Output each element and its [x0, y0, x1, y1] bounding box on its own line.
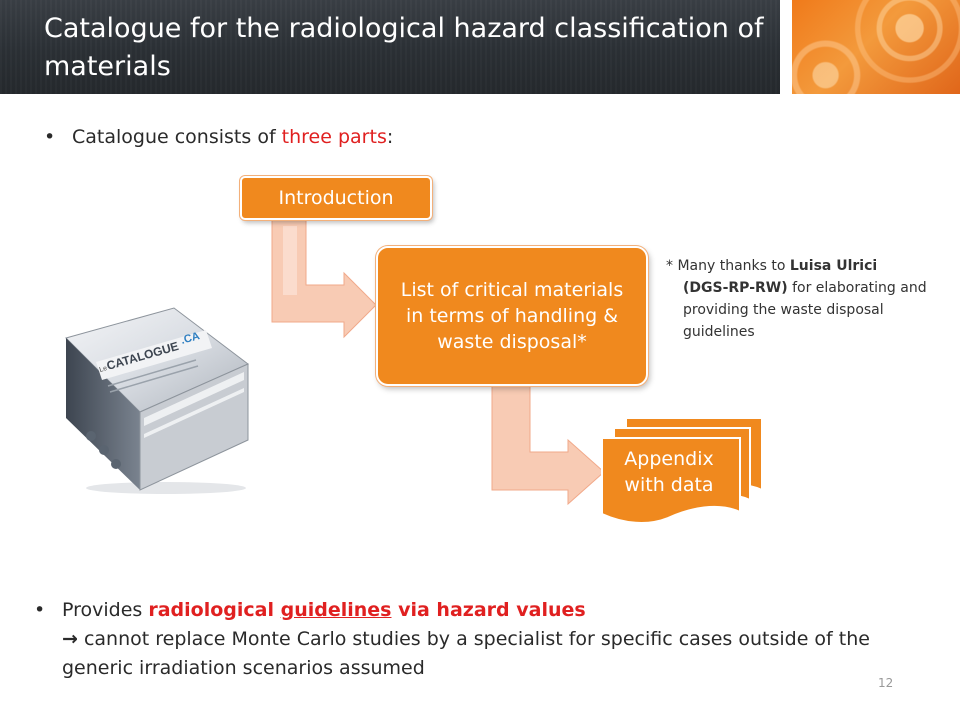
- thanks-text: for elaborating and providing the waste …: [683, 280, 927, 340]
- bullet-suffix: :: [386, 126, 394, 148]
- thanks-prefix: * Many thanks to: [666, 258, 790, 274]
- slide-title: Catalogue for the radiological hazard cl…: [44, 13, 764, 82]
- bullet-prefix: Provides: [62, 599, 149, 621]
- highlight-part-1: radiological: [148, 599, 281, 621]
- acknowledgement-note: * Many thanks to Luisa Ulrici (DGS-RP-RW…: [666, 255, 946, 343]
- introduction-box: Introduction: [240, 176, 432, 220]
- bullet-prefix: Catalogue consists of: [72, 126, 282, 148]
- thanks-rest: (DGS-RP-RW) for elaborating and providin…: [666, 277, 946, 343]
- elbow-arrow-intro-to-list: [271, 217, 377, 339]
- appendix-line-1: Appendix: [624, 448, 714, 470]
- highlight-part-2: via hazard values: [391, 599, 586, 621]
- header-divider: [780, 0, 792, 94]
- bullet-text: Provides radiological guidelines via haz…: [62, 596, 942, 683]
- three-parts-highlight: three parts: [281, 126, 387, 148]
- appendix-pages: [601, 417, 763, 524]
- binder-brand-suffix: .CA: [180, 330, 202, 347]
- binder-brand-le: Le: [99, 365, 109, 374]
- header-decoration: [792, 0, 960, 94]
- thanks-line-1: * Many thanks to Luisa Ulrici: [666, 255, 946, 277]
- right-arrow-icon: →: [62, 628, 78, 650]
- bullet-text: Catalogue consists of three parts:: [72, 126, 393, 148]
- elbow-arrow-list-to-appendix: [491, 383, 605, 506]
- appendix-line-2: with data: [624, 474, 714, 496]
- appendix-label: Appendix with data: [604, 446, 734, 498]
- bullet-dot: •: [44, 126, 56, 148]
- thanks-group: (DGS-RP-RW): [683, 280, 788, 296]
- bullet-dot: •: [34, 599, 46, 621]
- highlight-underlined: guidelines: [280, 599, 392, 621]
- catalogue-binder-image: Le CATALOGUE .CA: [65, 307, 249, 494]
- thanks-name: Luisa Ulrici: [789, 258, 878, 274]
- guidelines-highlight: radiological guidelines via hazard value…: [148, 599, 585, 621]
- bullet-line-2: cannot replace Monte Carlo studies by a …: [62, 628, 870, 679]
- critical-materials-box: List of critical materials in terms of h…: [376, 246, 648, 386]
- page-number: 12: [878, 676, 894, 690]
